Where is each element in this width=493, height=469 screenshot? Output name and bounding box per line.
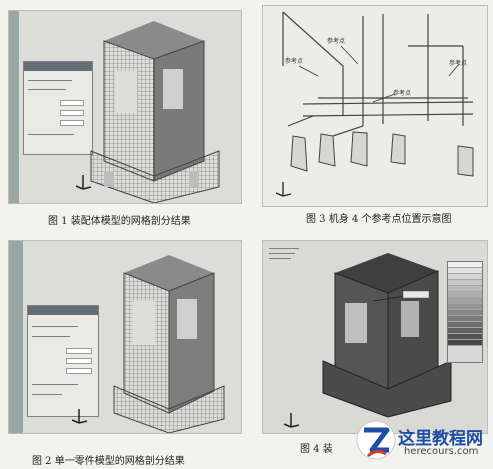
figure-4-info-box xyxy=(265,245,303,263)
watermark-site-name: 这里教程网 xyxy=(398,429,483,449)
figure-2-caption: 图 2 单一零件模型的网格剖分结果 xyxy=(32,456,185,467)
reference-point-label: 参考点 xyxy=(327,38,346,45)
axis-triad-icon xyxy=(283,413,300,428)
figure-1-mesh-model xyxy=(90,21,220,203)
reference-point-label: 参考点 xyxy=(285,58,304,65)
figure-2-sidebar xyxy=(9,241,23,433)
axis-triad-icon xyxy=(71,409,88,424)
figure-3-frame-diagram xyxy=(275,11,474,197)
figure-2-dialog xyxy=(27,305,99,417)
reference-point-label: 参考点 xyxy=(449,60,468,67)
figure-4-stress-model xyxy=(322,253,452,418)
figure-3-caption: 图 3 机身 4 个参考点位置示意图 xyxy=(306,214,452,225)
figure-4-caption: 图 4 装 xyxy=(300,444,333,455)
figure-2-panel xyxy=(8,240,242,434)
watermark-site-url: herecours.com xyxy=(404,446,479,457)
site-watermark-logo: 这里教程网 herecours.com xyxy=(354,420,490,462)
figure-4-panel xyxy=(262,240,488,434)
figure-3-panel: 参考点 参考点 参考点 参考点 xyxy=(262,5,488,207)
figure-1-dialog xyxy=(23,61,93,155)
axis-triad-icon xyxy=(75,175,92,190)
dialog-titlebar xyxy=(24,62,92,71)
figure-4-color-legend xyxy=(447,261,483,363)
logo-mark-icon xyxy=(356,420,396,460)
reference-point-label: 参考点 xyxy=(393,90,412,97)
figure-1-sidebar xyxy=(9,11,19,203)
figure-1-panel xyxy=(8,10,242,204)
figure-1-caption: 图 1 装配体模型的网格剖分结果 xyxy=(48,216,191,227)
dialog-titlebar xyxy=(28,306,98,315)
figure-2-mesh-model xyxy=(113,255,225,433)
